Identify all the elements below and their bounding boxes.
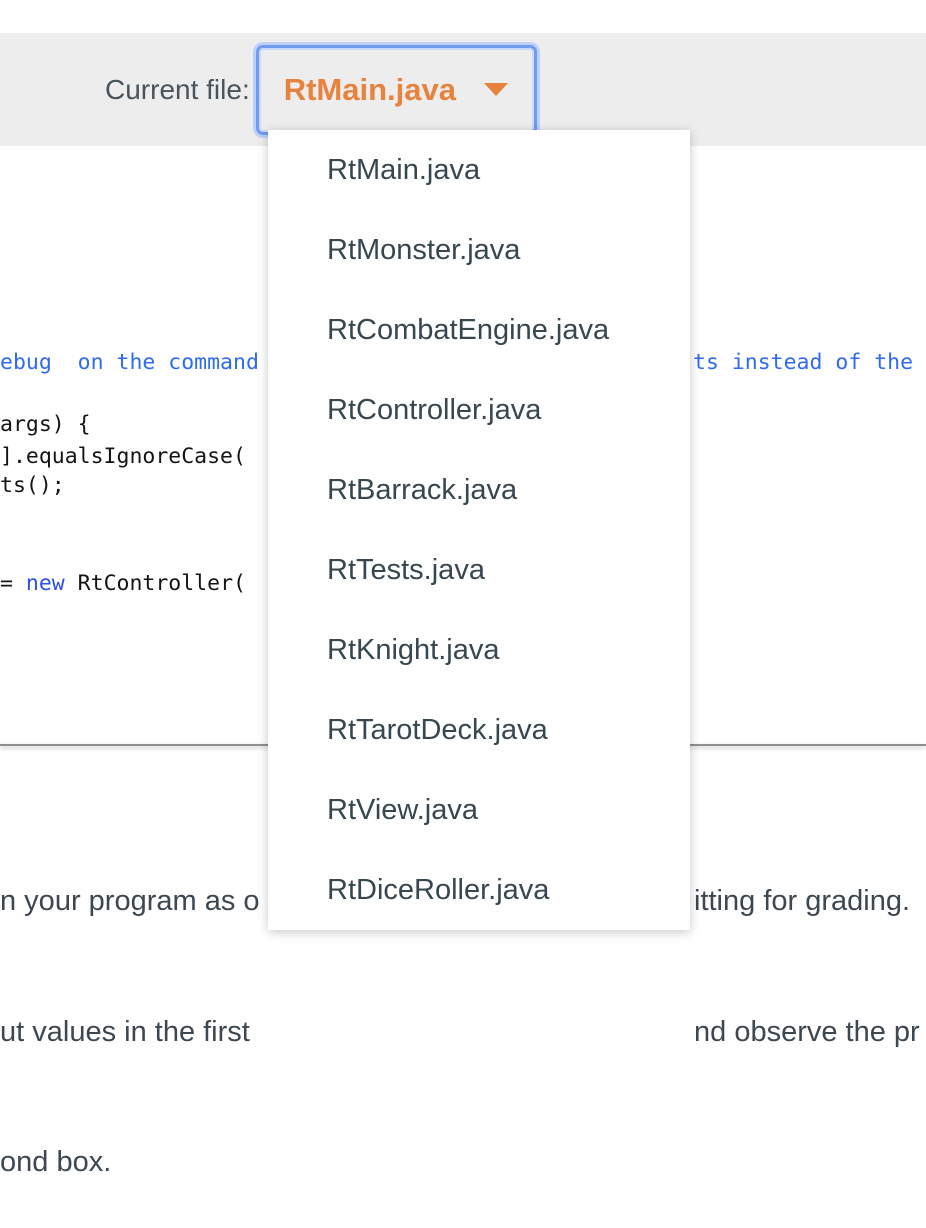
dropdown-item-rtdiceroller[interactable]: RtDiceRoller.java <box>268 850 690 930</box>
code-line-args: args) { <box>0 412 91 438</box>
instructions-line: ut values in the first <box>0 1011 260 1055</box>
dropdown-item-rtknight[interactable]: RtKnight.java <box>268 610 690 690</box>
instructions-left: n your program as o ut values in the fir… <box>0 793 260 1228</box>
code-comment-left: ebug on the command <box>0 350 259 376</box>
instructions-line: itting for grading. <box>694 880 920 924</box>
instructions-line: n your program as o <box>0 880 260 924</box>
dropdown-item-rtview[interactable]: RtView.java <box>268 770 690 850</box>
current-file-label: Current file: <box>105 74 250 106</box>
dropdown-item-rttarotdeck[interactable]: RtTarotDeck.java <box>268 690 690 770</box>
dropdown-item-rtmonster[interactable]: RtMonster.java <box>268 210 690 290</box>
code-line-new: = new RtController( <box>0 571 246 597</box>
instructions-line: nd observe the pr <box>694 1011 920 1055</box>
file-dropdown-menu: RtMain.java RtMonster.java RtCombatEngin… <box>268 130 690 930</box>
instructions-right: itting for grading. nd observe the pr <box>694 793 920 1098</box>
current-file-select[interactable]: RtMain.java <box>256 45 537 135</box>
current-file-value: RtMain.java <box>284 72 456 108</box>
dropdown-item-rtbarrack[interactable]: RtBarrack.java <box>268 450 690 530</box>
code-comment-right: ts instead of the <box>693 350 913 376</box>
caret-down-icon <box>484 83 508 96</box>
instructions-line: ond box. <box>0 1141 260 1185</box>
keyword-new: new <box>26 571 65 596</box>
code-line-ts: ts(); <box>0 473 65 499</box>
dropdown-item-rtcontroller[interactable]: RtController.java <box>268 370 690 450</box>
dropdown-item-rtcombatengine[interactable]: RtCombatEngine.java <box>268 290 690 370</box>
code-line-equals: ].equalsIgnoreCase( <box>0 444 246 470</box>
dropdown-item-rttests[interactable]: RtTests.java <box>268 530 690 610</box>
dropdown-item-rtmain[interactable]: RtMain.java <box>268 130 690 210</box>
